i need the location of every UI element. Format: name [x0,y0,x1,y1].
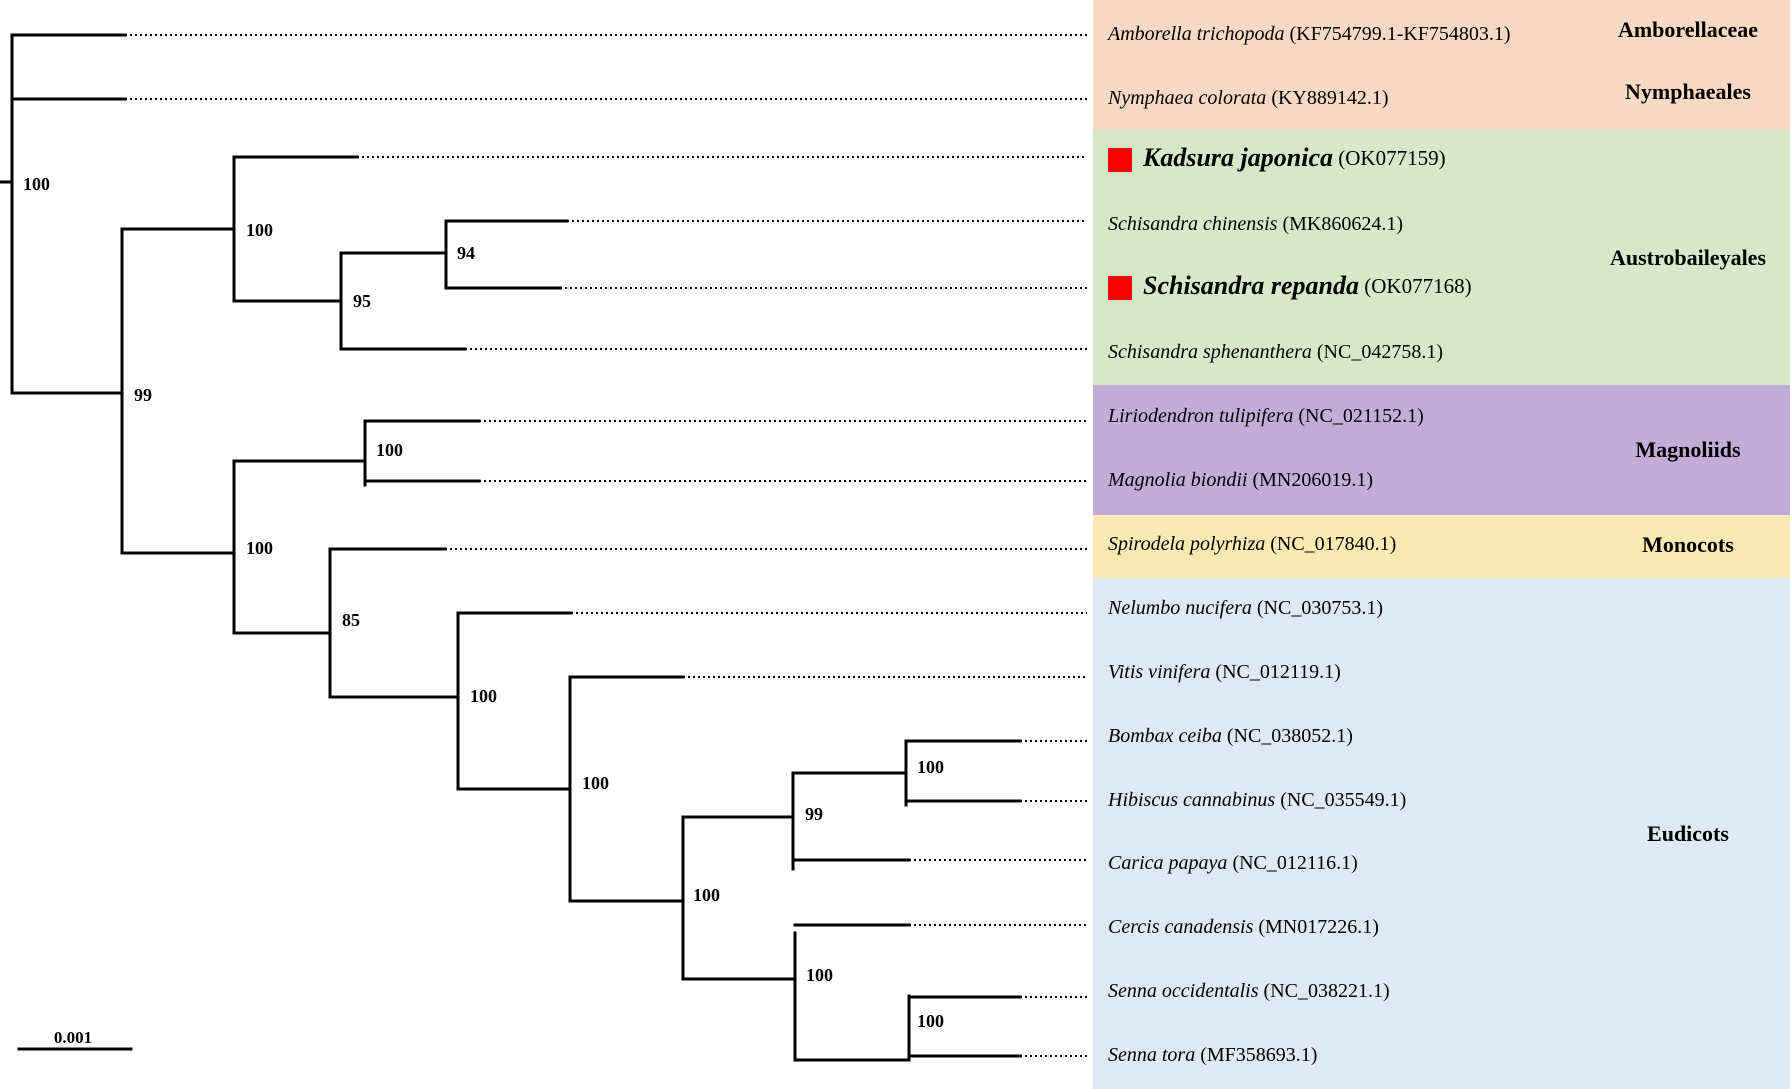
bootstrap-value: 94 [457,243,475,263]
taxon-label: Schisandra repanda (OK077168) [1143,271,1472,300]
taxon-label: Cercis canadensis (MN017226.1) [1108,916,1379,938]
tree-branches [0,33,1022,1062]
taxon-species-name: Schisandra chinensis [1108,213,1278,235]
taxon-label: Vitis vinifera (NC_012119.1) [1108,661,1341,683]
taxon-accession: (NC_035549.1) [1275,789,1406,811]
group-label-monocots: Monocots [1642,532,1734,557]
highlight-square [1108,148,1132,172]
taxon-label: Spirodela polyrhiza (NC_017840.1) [1108,533,1396,555]
taxon-labels: Amborella trichopoda (KF754799.1-KF75480… [1106,23,1511,1066]
taxon-accession: (MN017226.1) [1253,916,1379,938]
taxon-accession: (OK077159) [1333,146,1446,170]
taxon-accession: (MK860624.1) [1277,213,1403,235]
bootstrap-value: 100 [246,220,273,240]
group-labels: AmborellaceaeNymphaealesAustrobaileyales… [1610,17,1766,846]
group-band-magnoliids [1093,385,1790,515]
group-label-eudicots: Eudicots [1647,821,1729,846]
taxon-species-name: Kadsura japonica [1142,143,1333,172]
group-band-eudicots [1093,578,1790,1089]
group-label-magnoliids: Magnoliids [1635,437,1741,462]
taxon-species-name: Nelumbo nucifera [1107,597,1252,619]
taxon-species-name: Bombax ceiba [1108,725,1222,747]
bootstrap-value: 99 [134,385,152,405]
highlight-markers [1108,148,1132,300]
taxon-species-name: Amborella trichopoda [1106,23,1284,45]
bootstrap-value: 95 [353,291,371,311]
scale-bar-label: 0.001 [54,1028,92,1047]
taxon-accession: (NC_030753.1) [1252,597,1383,619]
leader-lines [125,34,1087,1057]
taxon-species-name: Schisandra repanda [1143,271,1359,300]
taxon-accession: (KY889142.1) [1266,87,1388,109]
group-label-nymphaeales: Nymphaeales [1625,79,1751,104]
taxon-label: Nymphaea colorata (KY889142.1) [1107,87,1389,109]
bootstrap-labels: 100 99 100 95 94 100 100 85 100 100 100 99 100 100 100 [23,174,944,1031]
group-label-amborellaceae: Amborellaceae [1618,17,1758,42]
taxon-accession: (KF754799.1-KF754803.1) [1284,23,1510,45]
taxon-label: Carica papaya (NC_012116.1) [1108,852,1358,874]
group-color-bands [1093,0,1790,1089]
scale-bar: 0.001 [17,1028,133,1051]
taxon-label: Amborella trichopoda (KF754799.1-KF75480… [1106,23,1511,45]
taxon-accession: (MN206019.1) [1247,469,1373,491]
taxon-species-name: Senna occidentalis [1108,980,1259,1002]
taxon-species-name: Nymphaea colorata [1107,87,1266,109]
taxon-species-name: Vitis vinifera [1108,661,1210,683]
bootstrap-value: 100 [246,538,273,558]
taxon-species-name: Liriodendron tulipifera [1107,405,1293,427]
taxon-label: Kadsura japonica (OK077159) [1142,143,1446,172]
taxon-species-name: Schisandra sphenanthera [1108,341,1312,363]
taxon-accession: (NC_017840.1) [1265,533,1396,555]
group-band-monocots [1093,515,1790,578]
group-band-nymphaeales [1093,67,1790,130]
taxon-species-name: Spirodela polyrhiza [1108,533,1265,555]
taxon-accession: (OK077168) [1359,274,1472,298]
taxon-accession: (MF358693.1) [1195,1044,1317,1066]
group-band-amborellaceae [1093,0,1790,67]
taxon-species-name: Hibiscus cannabinus [1107,789,1275,811]
taxon-label: Senna tora (MF358693.1) [1108,1044,1317,1066]
taxon-label: Schisandra sphenanthera (NC_042758.1) [1108,341,1443,363]
bootstrap-value: 100 [917,1011,944,1031]
taxon-label: Nelumbo nucifera (NC_030753.1) [1107,597,1383,619]
bootstrap-value: 85 [342,610,360,630]
taxon-label: Magnolia biondii (MN206019.1) [1107,469,1373,491]
taxon-species-name: Magnolia biondii [1107,469,1247,491]
taxon-label: Liriodendron tulipifera (NC_021152.1) [1107,405,1424,427]
taxon-species-name: Senna tora [1108,1044,1195,1066]
taxon-accession: (NC_038221.1) [1259,980,1390,1002]
taxon-accession: (NC_038052.1) [1222,725,1353,747]
taxon-accession: (NC_021152.1) [1293,405,1423,427]
bootstrap-value: 100 [582,773,609,793]
bootstrap-value: 99 [805,804,823,824]
bootstrap-value: 100 [23,174,50,194]
bootstrap-value: 100 [806,965,833,985]
taxon-accession: (NC_012116.1) [1227,852,1357,874]
taxon-label: Schisandra chinensis (MK860624.1) [1108,213,1403,235]
group-label-austrobaileyales: Austrobaileyales [1610,245,1766,270]
taxon-accession: (NC_042758.1) [1312,341,1443,363]
bootstrap-value: 100 [693,885,720,905]
bootstrap-value: 100 [470,686,497,706]
taxon-species-name: Carica papaya [1108,852,1227,874]
taxon-accession: (NC_012119.1) [1210,661,1340,683]
bootstrap-value: 100 [376,440,403,460]
taxon-label: Senna occidentalis (NC_038221.1) [1108,980,1390,1002]
highlight-square [1108,276,1132,300]
group-band-austrobaileyales [1093,130,1790,385]
bootstrap-value: 100 [917,757,944,777]
taxon-species-name: Cercis canadensis [1108,916,1254,938]
taxon-label: Hibiscus cannabinus (NC_035549.1) [1107,789,1406,811]
taxon-label: Bombax ceiba (NC_038052.1) [1108,725,1353,747]
